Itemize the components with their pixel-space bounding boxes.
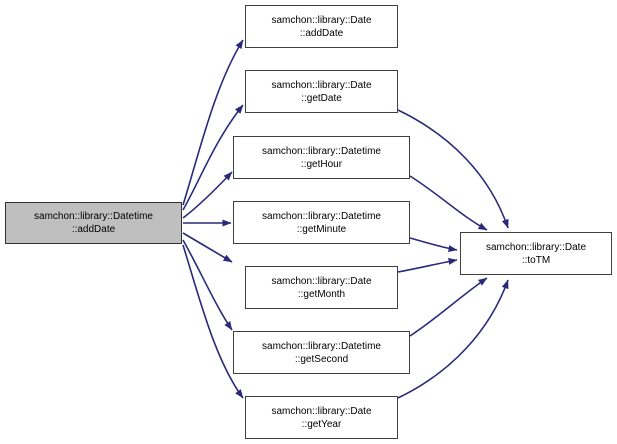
node-date-adddate[interactable]: samchon::library::Date ::addDate: [245, 5, 398, 48]
edge-adddate-to-getmonth: [182, 232, 233, 263]
edge-adddate-to-date-adddate: [182, 39, 244, 206]
edge-getsecond-to-totm: [409, 277, 488, 337]
edge-adddate-to-gethour: [182, 171, 233, 219]
node-date-getmonth[interactable]: samchon::library::Date ::getMonth: [245, 266, 398, 309]
node-label-line1: samchon::library::Datetime: [262, 145, 381, 157]
edge-gethour-to-totm: [409, 175, 488, 231]
edge-getminute-to-totm: [409, 237, 458, 252]
node-label-line2: ::getHour: [300, 158, 343, 170]
edge-adddate-to-getyear: [182, 244, 244, 399]
node-date-getyear[interactable]: samchon::library::Date ::getYear: [245, 396, 398, 439]
edge-adddate-to-getsecond: [182, 239, 233, 331]
node-datetime-getsecond[interactable]: samchon::library::Datetime ::getSecond: [233, 331, 410, 374]
node-label-line1: samchon::library::Date: [271, 79, 372, 91]
node-label-line1: samchon::library::Date: [271, 275, 372, 287]
node-datetime-gethour[interactable]: samchon::library::Datetime ::getHour: [233, 136, 410, 179]
node-label-line1: samchon::library::Date: [485, 241, 587, 253]
node-label-line2: ::getMonth: [297, 288, 346, 300]
node-label-line1: samchon::library::Date: [271, 405, 372, 417]
node-label-line1: samchon::library::Date: [271, 14, 372, 26]
node-datetime-adddate[interactable]: samchon::library::Datetime ::addDate: [5, 202, 182, 244]
node-date-getdate[interactable]: samchon::library::Date ::getDate: [245, 70, 398, 113]
node-label-line1: samchon::library::Datetime: [262, 340, 381, 352]
node-label-line2: ::toTM: [521, 254, 551, 266]
edge-getmonth-to-totm: [397, 258, 458, 273]
edge-adddate-to-date-getdate: [182, 104, 244, 211]
node-label-line2: ::getDate: [301, 92, 342, 104]
node-label-line2: ::getMinute: [296, 223, 347, 235]
node-label-line2: ::addDate: [71, 224, 116, 235]
node-label-line1: samchon::library::Datetime: [34, 211, 153, 222]
node-label-line2: ::getYear: [301, 418, 342, 430]
node-date-totm[interactable]: samchon::library::Date ::toTM: [460, 232, 612, 275]
edge-getyear-to-totm: [397, 279, 509, 399]
node-label-line1: samchon::library::Datetime: [262, 210, 381, 222]
edge-getdate-to-totm: [397, 109, 509, 229]
node-label-line2: ::getSecond: [294, 353, 349, 365]
node-label-line2: ::addDate: [299, 27, 344, 39]
node-datetime-getminute[interactable]: samchon::library::Datetime ::getMinute: [233, 201, 410, 244]
